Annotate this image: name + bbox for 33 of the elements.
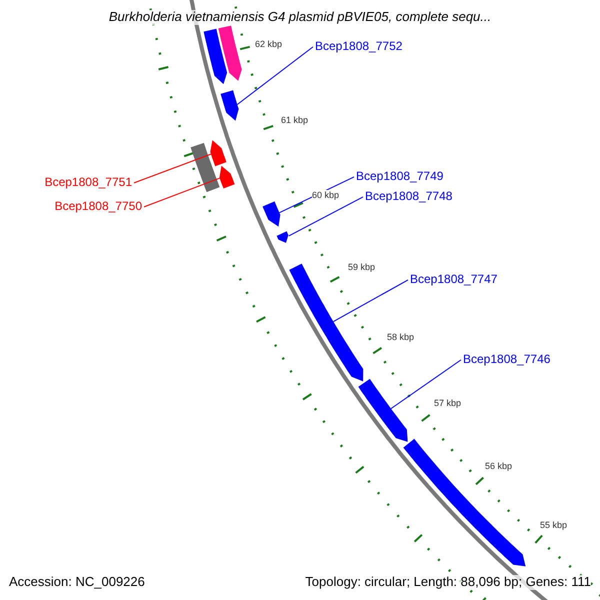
gene-feature (204, 28, 228, 84)
leader-line (144, 178, 220, 208)
scale-label: 61 kbp (281, 115, 308, 126)
gene-feature (219, 166, 235, 188)
gene-feature (276, 231, 288, 243)
scale-label: 59 kbp (348, 262, 376, 272)
scale-label: 60 kbp (312, 190, 340, 200)
gene-feature (190, 142, 220, 192)
leader-line (288, 196, 364, 236)
gene-feature (210, 140, 226, 166)
gene-label: Bcep1808_7747 (410, 273, 498, 287)
genome-info-text: Topology: circular; Length: 88,096 bp; Genes: 111 (305, 575, 591, 590)
gene-feature (358, 378, 408, 442)
gene-label: Bcep1808_7752 (315, 40, 402, 54)
gene-label: Bcep1808_7746 (463, 353, 550, 367)
gene-feature (403, 438, 526, 566)
scale-label: 57 kbp (434, 398, 462, 408)
scale-label: 58 kbp (387, 332, 414, 342)
gene-feature (220, 90, 239, 121)
scale-label: 55 kbp (540, 520, 568, 530)
gene-label: Bcep1808_7750 (54, 200, 142, 214)
gene-label: Bcep1808_7751 (44, 176, 132, 190)
leader-line (390, 359, 462, 410)
scale-label: 62 kbp (255, 39, 282, 50)
leader-line (332, 279, 408, 322)
gene-feature (218, 26, 242, 81)
scale-label: 56 kbp (485, 461, 512, 472)
accession-text: Accession: NC_009226 (9, 575, 145, 590)
gene-feature (262, 201, 280, 227)
gene-label: Bcep1808_7748 (365, 190, 452, 204)
leader-line (134, 154, 212, 184)
leader-line (236, 46, 314, 105)
gene-label: Bcep1808_7749 (356, 170, 444, 184)
